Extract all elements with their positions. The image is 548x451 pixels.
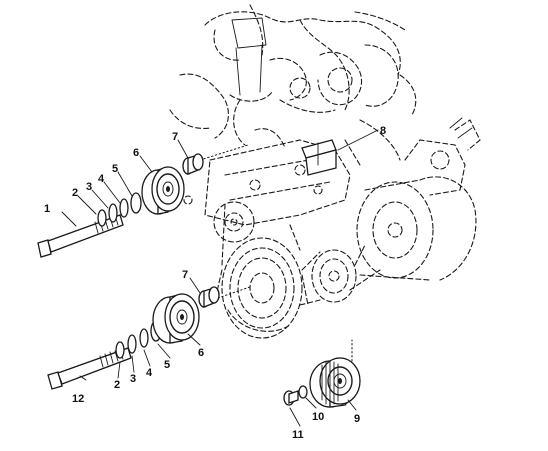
callout-10: 10 xyxy=(312,411,324,423)
bolt-part-12 xyxy=(47,347,132,390)
engine-outline xyxy=(169,4,481,339)
spacer-part-7-upper xyxy=(182,153,204,175)
washer-part-4-lower xyxy=(139,328,149,348)
spacer-part-7-lower xyxy=(198,286,220,308)
callout-2-lower: 2 xyxy=(114,379,120,391)
callout-3-lower: 3 xyxy=(130,373,136,385)
callout-1: 1 xyxy=(44,203,50,215)
washer-part-5-upper xyxy=(130,192,142,214)
callout-6-upper: 6 xyxy=(133,147,139,159)
pulley-part-6-upper xyxy=(141,166,185,215)
callout-2-upper: 2 xyxy=(72,187,78,199)
callout-4-lower: 4 xyxy=(146,367,153,379)
callout-5-upper: 5 xyxy=(112,163,118,175)
washer-part-3-upper xyxy=(108,203,118,223)
callout-7-upper: 7 xyxy=(172,131,178,143)
callout-3-upper: 3 xyxy=(86,181,92,193)
washer-part-4-upper xyxy=(119,198,129,218)
washer-part-3-lower xyxy=(127,334,137,354)
bolt-part-11 xyxy=(283,390,299,406)
upper-idler-pulley-assembly xyxy=(37,144,249,258)
callout-12: 12 xyxy=(72,393,84,405)
washer-part-2-lower xyxy=(115,341,125,359)
callout-5-lower: 5 xyxy=(164,359,170,371)
lower-idler-pulley-assembly xyxy=(47,286,251,390)
bracket-part-8 xyxy=(301,139,337,176)
callout-9: 9 xyxy=(354,413,360,425)
pulley-part-6-lower xyxy=(152,293,200,344)
bolt-part-1 xyxy=(37,214,124,258)
pulley-assembly-part-9 xyxy=(283,339,361,408)
callout-6-lower: 6 xyxy=(198,347,204,359)
callout-11: 11 xyxy=(292,429,304,441)
leader-lines xyxy=(61,129,379,427)
pulley-part-9 xyxy=(309,357,361,408)
washer-part-2-upper xyxy=(97,209,107,227)
callout-4-upper: 4 xyxy=(98,173,105,185)
callouts: 1 2 3 4 5 6 7 8 7 6 5 4 3 2 12 9 10 11 xyxy=(44,125,386,441)
callout-7-lower: 7 xyxy=(182,269,188,281)
washer-part-10 xyxy=(298,385,308,399)
callout-8: 8 xyxy=(380,125,386,137)
